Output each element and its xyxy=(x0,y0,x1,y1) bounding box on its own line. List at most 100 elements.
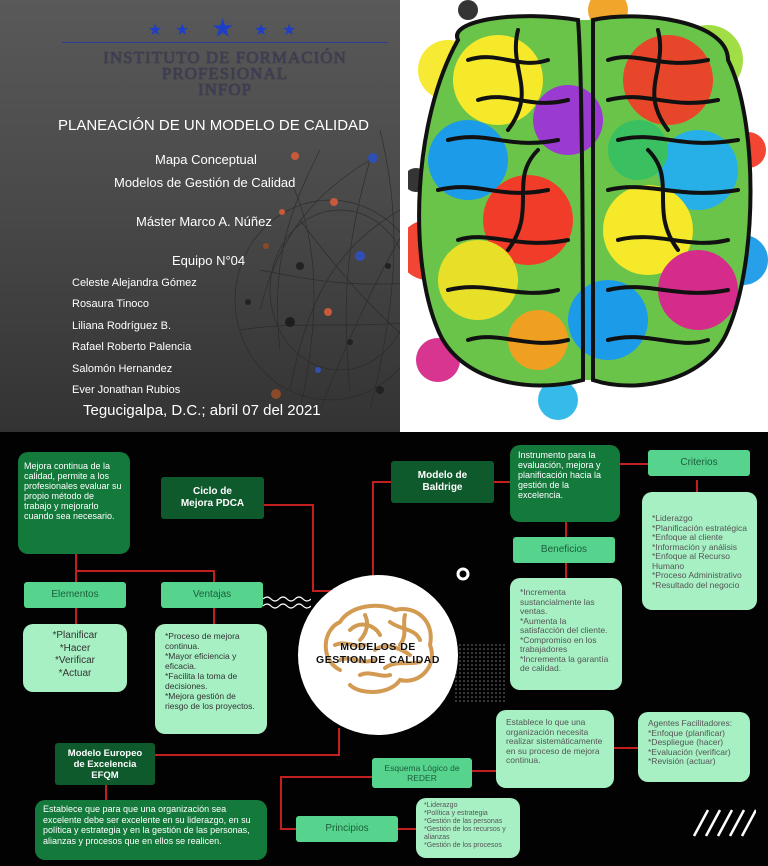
efqm-principles-label-box: Principios xyxy=(296,816,398,842)
list-item: *Mejora gestión de riesgo de los proyect… xyxy=(165,691,257,711)
connector-line xyxy=(75,608,77,624)
connector-line xyxy=(280,776,282,828)
teacher-name: Máster Marco A. Núñez xyxy=(136,214,272,229)
subtitle-concept-map: Mapa Conceptual xyxy=(155,152,257,167)
baldrige-title: Modelo de Baldrige xyxy=(418,470,467,494)
connector-line xyxy=(472,770,496,772)
baldrige-criteria-list: *Liderazgo *Planificación estratégica *E… xyxy=(652,514,747,590)
institution-line: INFOP xyxy=(60,82,390,98)
star-icon: ★ xyxy=(175,21,189,41)
efqm-reder-label: Esquema Lógico de REDER xyxy=(384,763,459,783)
list-item: *Facilita la toma de decisiones. xyxy=(165,671,257,691)
baldrige-criteria-label-box: Criterios xyxy=(648,450,750,476)
list-item: *Mayor eficiencia y eficacia. xyxy=(165,651,257,671)
baldrige-benefits-box: *Incrementa sustancialmente las ventas. … xyxy=(510,578,622,690)
subtitle-models: Modelos de Gestión de Calidad xyxy=(114,175,295,190)
connector-line xyxy=(620,463,648,465)
pdca-elements-list: *Planificar *Hacer *Verificar *Actuar xyxy=(29,630,121,680)
efqm-principles-label: Principios xyxy=(325,823,368,834)
efqm-principles-list: *Liderazgo *Política y estrategia *Gesti… xyxy=(424,802,512,850)
efqm-title: Modelo Europeo de Excelencia EFQM xyxy=(68,748,142,781)
efqm-title-box: Modelo Europeo de Excelencia EFQM xyxy=(55,743,155,785)
center-node: MODELOS DE GESTION DE CALIDAD xyxy=(298,575,458,735)
pdca-advantages-label: Ventajas xyxy=(193,589,231,600)
pdca-elements-label: Elementos xyxy=(51,589,98,600)
place-date: Tegucigalpa, D.C.; abril 07 del 2021 xyxy=(83,402,321,419)
efqm-reder-description: Establece lo que una organización necesi… xyxy=(506,718,604,766)
list-item: *Revisión (actuar) xyxy=(648,757,740,767)
baldrige-benefits-list: *Incrementa sustancialmente las ventas. … xyxy=(520,588,612,674)
list-item: *Incrementa sustancialmente las ventas. xyxy=(520,588,612,617)
efqm-description-box: Establece que para que una organización … xyxy=(35,800,267,860)
list-item: *Hacer xyxy=(29,643,121,656)
baldrige-criteria-box: *Liderazgo *Planificación estratégica *E… xyxy=(642,492,757,610)
connector-line xyxy=(264,504,314,506)
connector-line xyxy=(614,747,638,749)
pdca-description: Mejora continua de la calidad, permite a… xyxy=(24,461,124,521)
center-title: MODELOS DE GESTION DE CALIDAD xyxy=(298,641,458,667)
pdca-title: Ciclo de Mejora PDCA xyxy=(181,486,244,510)
pdca-elements-label-box: Elementos xyxy=(24,582,126,608)
baldrige-criteria-label: Criterios xyxy=(680,457,717,468)
ring-decoration xyxy=(455,566,471,582)
institution-logo-text: INSTITUTO DE FORMACIÓN PROFESIONAL INFOP xyxy=(60,50,390,98)
pdca-advantages-label-box: Ventajas xyxy=(161,582,263,608)
efqm-description: Establece que para que una organización … xyxy=(43,804,259,846)
member-name: Ever Jonathan Rubios xyxy=(72,384,180,396)
title-slide: ★ ★ ★ ★ ★ INSTITUTO DE FORMACIÓN PROFESI… xyxy=(0,0,768,432)
efqm-reder-label-box: Esquema Lógico de REDER xyxy=(372,758,472,788)
connector-line xyxy=(75,570,215,572)
slash-lines-decoration xyxy=(692,808,756,838)
star-icon: ★ xyxy=(211,15,234,41)
list-item: *Política y estrategia xyxy=(424,810,512,818)
connector-line xyxy=(213,570,215,582)
list-item: *Liderazgo xyxy=(424,802,512,810)
list-item: *Gestión de los procesos xyxy=(424,842,512,850)
connector-line xyxy=(372,481,374,589)
connector-line xyxy=(312,504,314,592)
star-icon: ★ xyxy=(254,21,268,41)
list-item: *Incrementa la garantía de calidad. xyxy=(520,655,612,674)
pdca-title-box: Ciclo de Mejora PDCA xyxy=(161,477,264,519)
connector-line xyxy=(398,828,416,830)
connector-line xyxy=(280,776,372,778)
pdca-advantages-list: *Proceso de mejora continua. *Mayor efic… xyxy=(165,631,257,711)
star-icon: ★ xyxy=(282,21,296,41)
list-item: *Gestión de los recursos y alianzas xyxy=(424,826,512,842)
list-item: *Compromiso en los trabajadores xyxy=(520,636,612,655)
connector-line xyxy=(494,481,510,483)
wave-decoration xyxy=(263,595,311,611)
concept-map-slide: MODELOS DE GESTION DE CALIDAD Mejora con… xyxy=(0,432,768,866)
member-name: Rosaura Tinoco xyxy=(72,298,149,310)
list-item: *Verificar xyxy=(29,655,121,668)
star-icon: ★ xyxy=(148,21,162,41)
member-name: Celeste Alejandra Gómez xyxy=(72,277,197,289)
baldrige-benefits-label-box: Beneficios xyxy=(513,537,615,563)
connector-line xyxy=(372,481,392,483)
pdca-elements-box: *Planificar *Hacer *Verificar *Actuar xyxy=(23,624,127,692)
efqm-reder-description-box: Establece lo que una organización necesi… xyxy=(496,710,614,788)
colorful-brain-illustration xyxy=(408,0,768,432)
list-item: *Proceso de mejora continua. xyxy=(165,631,257,651)
connector-line xyxy=(75,554,77,582)
connector-line xyxy=(565,562,567,578)
efqm-principles-box: *Liderazgo *Política y estrategia *Gesti… xyxy=(416,798,520,858)
presentation-title: PLANEACIÓN DE UN MODELO DE CALIDAD xyxy=(58,117,369,134)
list-item: *Resultado del negocio xyxy=(652,581,747,591)
list-item: *Enfoque al Recurso Humano xyxy=(652,552,747,571)
pdca-advantages-box: *Proceso de mejora continua. *Mayor efic… xyxy=(155,624,267,734)
baldrige-benefits-label: Beneficios xyxy=(541,544,587,555)
efqm-agents-list: *Enfoque (planificar) *Despliegue (hacer… xyxy=(648,729,740,767)
baldrige-description-box: Instrumento para la evaluación, mejora y… xyxy=(510,445,620,522)
list-item: *Planificar xyxy=(29,630,121,643)
connector-line xyxy=(280,828,296,830)
connector-line xyxy=(696,480,698,492)
list-item: *Actuar xyxy=(29,668,121,681)
member-name: Liliana Rodríguez B. xyxy=(72,320,171,332)
connector-line xyxy=(338,728,340,756)
list-item: *Gestión de las personas xyxy=(424,818,512,826)
connector-line xyxy=(213,608,215,624)
member-name: Rafael Roberto Palencia xyxy=(72,341,191,353)
team-number: Equipo N°04 xyxy=(172,253,245,268)
baldrige-description: Instrumento para la evaluación, mejora y… xyxy=(518,450,612,500)
